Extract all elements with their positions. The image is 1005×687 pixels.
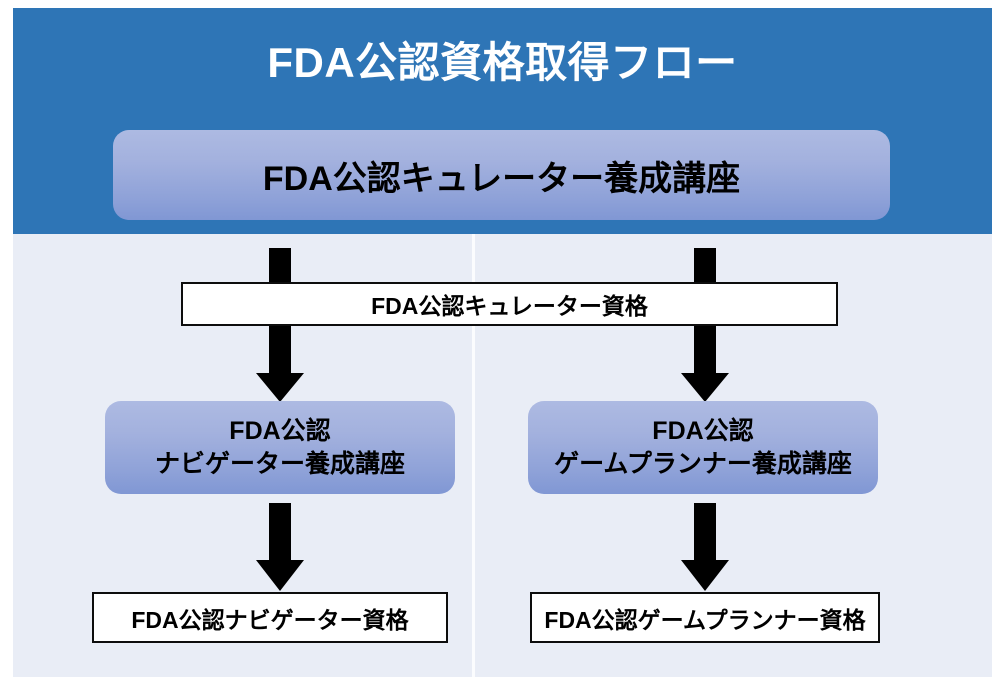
- page-title: FDA公認資格取得フロー: [267, 39, 738, 86]
- node-cert-game-planner[interactable]: FDA公認ゲームプランナー資格: [530, 592, 880, 643]
- arrow-game-planner-course-to-cert: [681, 503, 729, 591]
- node-course-game-planner-label-line1: FDA公認: [652, 416, 754, 445]
- node-course-navigator-label: FDA公認 ナビゲーター養成講座: [155, 415, 405, 481]
- node-course-root[interactable]: FDA公認キュレーター養成講座: [113, 130, 890, 220]
- arrow-cert-root-to-game-planner-course: [681, 326, 729, 402]
- arrow-navigator-course-to-cert: [256, 503, 304, 591]
- node-cert-navigator[interactable]: FDA公認ナビゲーター資格: [92, 592, 448, 643]
- node-cert-root-label: FDA公認キュレーター資格: [371, 293, 648, 319]
- node-course-root-label: FDA公認キュレーター養成講座: [262, 159, 741, 198]
- branch-divider: [472, 234, 475, 677]
- node-course-game-planner-label: FDA公認 ゲームプランナー養成講座: [554, 415, 852, 481]
- arrow-cert-root-to-navigator-course: [256, 326, 304, 402]
- node-cert-root[interactable]: FDA公認キュレーター資格: [181, 282, 838, 326]
- node-course-navigator[interactable]: FDA公認 ナビゲーター養成講座: [105, 401, 455, 494]
- node-cert-navigator-label: FDA公認ナビゲーター資格: [131, 606, 409, 633]
- connector-stub-left: [269, 248, 291, 284]
- node-course-navigator-label-line2: ナビゲーター養成講座: [154, 449, 405, 478]
- node-course-game-planner-label-line2: ゲームプランナー養成講座: [554, 449, 852, 478]
- node-cert-game-planner-label: FDA公認ゲームプランナー資格: [544, 606, 866, 633]
- node-course-game-planner[interactable]: FDA公認 ゲームプランナー養成講座: [528, 401, 878, 494]
- node-course-navigator-label-line1: FDA公認: [229, 416, 331, 445]
- connector-stub-right: [694, 248, 716, 284]
